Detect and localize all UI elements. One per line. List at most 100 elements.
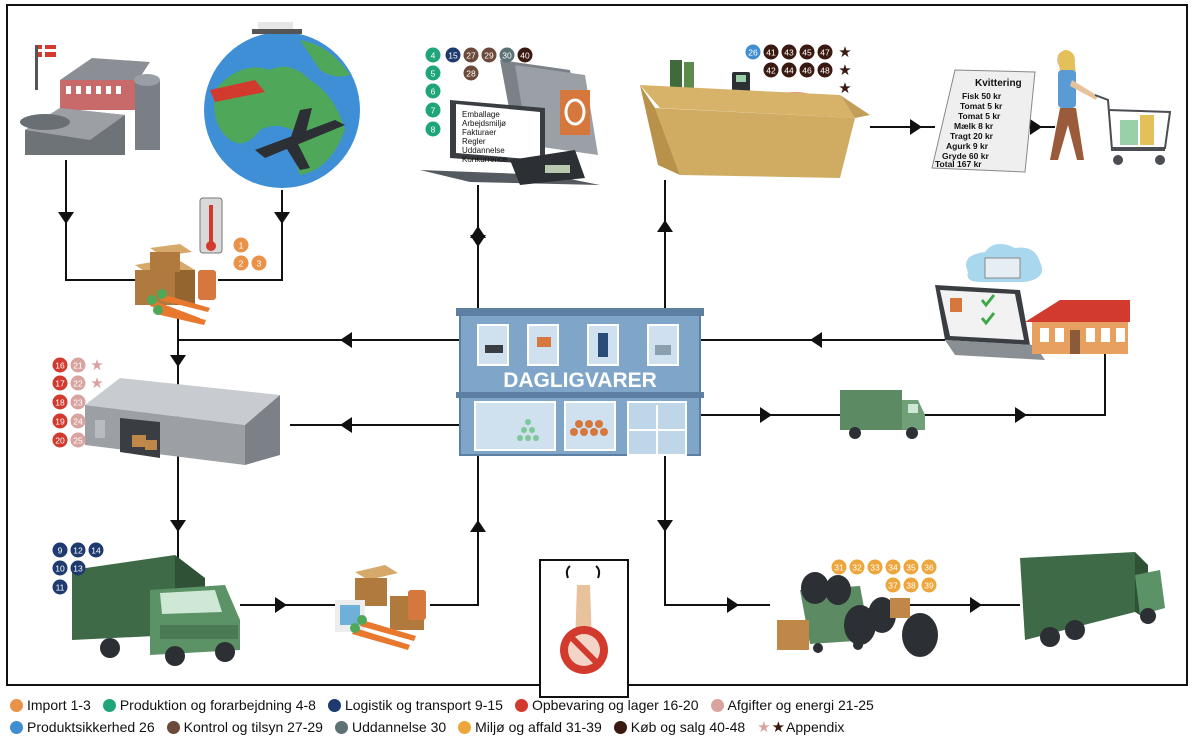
badge-number: 36 <box>924 562 934 572</box>
badge-number: 29 <box>484 50 494 60</box>
legend-dot-icon <box>166 720 180 734</box>
legend-item: Afgifter og energi 21-25 <box>710 697 874 713</box>
badge-18: 18 <box>52 394 68 410</box>
badge-number: 41 <box>766 47 776 57</box>
badge-47: 47 <box>817 44 833 60</box>
shopper-with-cart-illustration <box>1050 50 1172 165</box>
legend-label: Uddannelse 30 <box>351 719 447 735</box>
doc-line-5: Uddannelse <box>462 146 505 155</box>
legend-label: Opbevaring og lager 16-20 <box>531 697 699 713</box>
badge-number: 30 <box>502 50 512 60</box>
badge-number: 31 <box>834 562 844 572</box>
badge-number: 35 <box>906 562 916 572</box>
badge-number: 47 <box>820 47 830 57</box>
appendix-star-icon: ★ <box>838 80 851 97</box>
badge-32: 32 <box>849 559 865 575</box>
badge-number: 8 <box>431 124 436 134</box>
legend-item: Logistik og transport 9-15 <box>327 697 503 713</box>
legend-dot-icon <box>10 720 23 734</box>
badge-14: 14 <box>88 542 104 558</box>
badge-number: 43 <box>784 47 794 57</box>
packaged-goods-illustration <box>335 565 426 650</box>
receipt-illustration: Kvittering Fisk 50 kr Tomat 5 kr Tomat 5… <box>931 69 1036 173</box>
badge-number: 23 <box>73 397 83 407</box>
badge-number: 34 <box>888 562 898 572</box>
badge-number: 32 <box>852 562 862 572</box>
warehouse-illustration <box>85 378 280 465</box>
legend-item: Miljø og affald 31-39 <box>458 719 602 735</box>
doc-line-4: Regler <box>462 137 486 146</box>
badge-number: 27 <box>466 50 476 60</box>
airplane-icon <box>255 108 345 170</box>
legend-row-1: Import 1-3 Produktion og forarbejdning 4-… <box>10 697 1180 713</box>
receipt-line-3: Tomat 5 kr <box>958 111 1001 121</box>
legend-item: Opbevaring og lager 16-20 <box>514 697 699 713</box>
legend-dot-icon <box>102 698 116 712</box>
badge-30: 30 <box>499 47 515 63</box>
receipt-line-1: Fisk 50 kr <box>962 91 1002 101</box>
legend-item: Produktion og forarbejdning 4-8 <box>102 697 316 713</box>
badge-45: 45 <box>799 44 815 60</box>
badge-number: 42 <box>766 65 776 75</box>
legend-dot-icon <box>327 698 341 712</box>
office-laptop-illustration: Emballage Arbejdsmiljø Fakturaer Regler … <box>420 60 600 185</box>
legend-label: Appendix <box>786 719 845 735</box>
badge-35: 35 <box>903 559 919 575</box>
laptop-document-text: Emballage Arbejdsmiljø Fakturaer Regler … <box>462 110 508 164</box>
badge-number: 11 <box>56 582 65 592</box>
badge-number: 37 <box>888 580 898 590</box>
badge-number: 1 <box>239 240 244 250</box>
flow-arrowheads <box>58 119 1042 613</box>
appendix-star-icon: ★ <box>838 44 851 61</box>
badge-number: 13 <box>73 563 83 573</box>
badge-number: 19 <box>55 416 65 426</box>
legend-dot-icon <box>10 698 23 712</box>
badge-number: 39 <box>924 580 934 590</box>
badge-9: 9 <box>52 542 68 558</box>
badge-17: 17 <box>52 375 68 391</box>
doc-line-6: Konkurrence <box>462 155 508 164</box>
badge-34: 34 <box>885 559 901 575</box>
badge-7: 7 <box>425 102 441 118</box>
badge-13: 13 <box>70 560 86 576</box>
no-touch-sign <box>539 559 629 698</box>
badge-number: 9 <box>58 545 63 555</box>
badge-number: 7 <box>431 105 436 115</box>
waste-illustration <box>777 572 938 657</box>
badge-number: 25 <box>73 435 83 445</box>
silo <box>135 80 160 150</box>
appendix-star-icon: ★ <box>757 718 771 736</box>
badge-number: 22 <box>73 378 83 388</box>
legend-item: Import 1-3 <box>10 697 91 713</box>
legend-item: Produktsikkerhed 26 <box>10 719 155 735</box>
legend-label: Køb og salg 40-48 <box>630 719 746 735</box>
appendix-star-icon: ★ <box>838 62 851 79</box>
badge-number: 33 <box>870 562 880 572</box>
legend-dot-icon <box>334 720 348 734</box>
legend-label: Produktion og forarbejdning 4-8 <box>119 697 316 713</box>
badge-8: 8 <box>425 121 441 137</box>
delivery-van-illustration <box>840 390 925 439</box>
legend-dot-icon <box>514 698 528 712</box>
legend-item: Kontrol og tilsyn 27-29 <box>166 719 323 735</box>
badge-number: 12 <box>73 545 83 555</box>
badge-3: 3 <box>251 255 267 271</box>
badge-number: 24 <box>73 416 83 426</box>
legend-dot-icon <box>458 720 472 734</box>
badge-6: 6 <box>425 83 441 99</box>
receipt-line-4: Mælk 8 kr <box>954 121 994 131</box>
legend-row-2: Produktsikkerhed 26 Kontrol og tilsyn 27-… <box>10 719 1180 735</box>
legend-label: Import 1-3 <box>27 697 91 713</box>
badge-28: 28 <box>463 65 479 81</box>
legend-dot-icon <box>613 720 627 734</box>
badge-number: 44 <box>784 65 794 75</box>
badge-number: 10 <box>55 563 65 573</box>
badge-number: 14 <box>91 545 101 555</box>
badge-number: 3 <box>257 258 262 268</box>
badge-43: 43 <box>781 44 797 60</box>
doc-line-3: Fakturaer <box>462 128 497 137</box>
badge-11: 11 <box>52 579 68 595</box>
doc-line-1: Emballage <box>462 110 500 119</box>
receipt-total: Total 167 kr <box>935 159 982 169</box>
